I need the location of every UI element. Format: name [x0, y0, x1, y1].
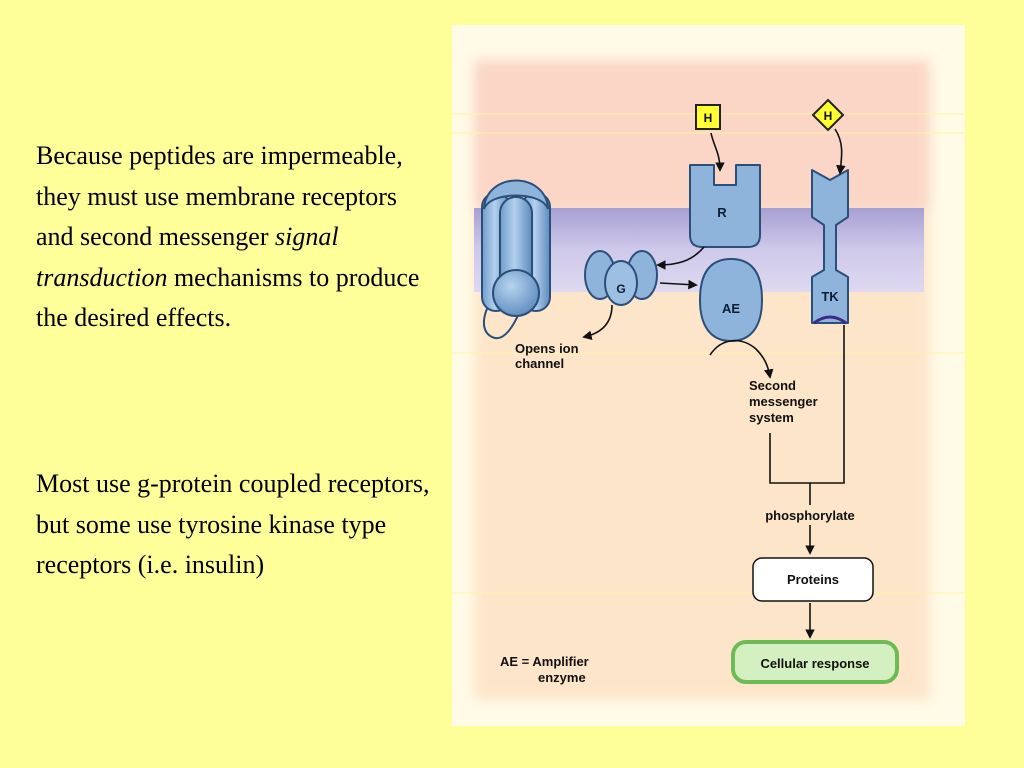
tyrosine-kinase-label: TK [821, 289, 839, 304]
receptor-label: R [717, 205, 727, 220]
arrow-gprotein-to-enzyme [659, 279, 698, 290]
g-protein-label: G [616, 282, 625, 296]
amplifier-enzyme-label: AE [722, 301, 740, 316]
arrow-enzyme-to-second-messenger [709, 339, 774, 379]
signal-transduction-diagram: G R AE TK H H Opens ion chan [452, 25, 965, 726]
second-messenger-line2: messenger [749, 394, 818, 409]
hormone-square-label: H [704, 111, 713, 125]
receptor-body [689, 164, 761, 248]
legend-line1: AE = Amplifier [500, 654, 589, 669]
amplifier-enzyme-body [698, 257, 764, 343]
line-tk-down [810, 325, 845, 484]
hormone-diamond: H [811, 98, 845, 132]
hormone-diamond-label: H [824, 109, 833, 123]
phosphorylate-label: phosphorylate [765, 508, 855, 523]
tyrosine-kinase-base [813, 315, 847, 325]
proteins-label: Proteins [787, 572, 839, 587]
hormone-diamond-shape [811, 98, 845, 132]
ion-channel-tail [483, 296, 521, 340]
proteins-box-frame [752, 557, 874, 602]
hormone-square: H [695, 104, 721, 130]
arrow-gprotein-to-channel [582, 304, 613, 341]
cellular-response-frame [731, 640, 899, 684]
g-protein: G [584, 250, 658, 306]
signal-arrows [582, 128, 846, 639]
intro-text-italic: signal transduction [36, 222, 339, 292]
receptor-types-paragraph: Most use g-protein coupled receptors, bu… [36, 464, 436, 586]
ion-channel [481, 179, 551, 340]
cellular-response-box: Cellular response [731, 640, 899, 684]
arrow-hormone-to-tk [834, 128, 846, 175]
intro-text-end: mechanisms to produce the desired effect… [36, 262, 420, 333]
receptor: R [689, 164, 761, 248]
cellular-response-label: Cellular response [760, 656, 869, 671]
hormone-square-shape [695, 104, 721, 130]
arrow-hormone-to-receptor [710, 132, 725, 172]
second-messenger-line1: Second [749, 378, 796, 393]
intro-text-start: Because peptides are impermeable, they m… [36, 141, 403, 251]
receptor-types-text: Most use g-protein coupled receptors, bu… [36, 469, 430, 579]
tyrosine-kinase-receptor: TK [811, 169, 849, 325]
ion-channel-caption-line2: channel [515, 356, 564, 371]
g-protein-subunit-center [604, 260, 638, 306]
proteins-box: Proteins [752, 557, 874, 602]
ion-channel-gate-ball [492, 269, 540, 317]
tyrosine-kinase-body [811, 169, 849, 324]
ion-channel-caption-line1: Opens ion [515, 341, 579, 356]
ion-channel-cap [483, 179, 549, 210]
arrow-receptor-to-gprotein [656, 246, 705, 270]
second-messenger-line3: system [749, 410, 794, 425]
amplifier-enzyme: AE [698, 257, 764, 343]
legend-line2: enzyme [538, 670, 586, 685]
intro-paragraph: Because peptides are impermeable, they m… [36, 136, 436, 339]
line-second-messenger-down [769, 433, 810, 484]
